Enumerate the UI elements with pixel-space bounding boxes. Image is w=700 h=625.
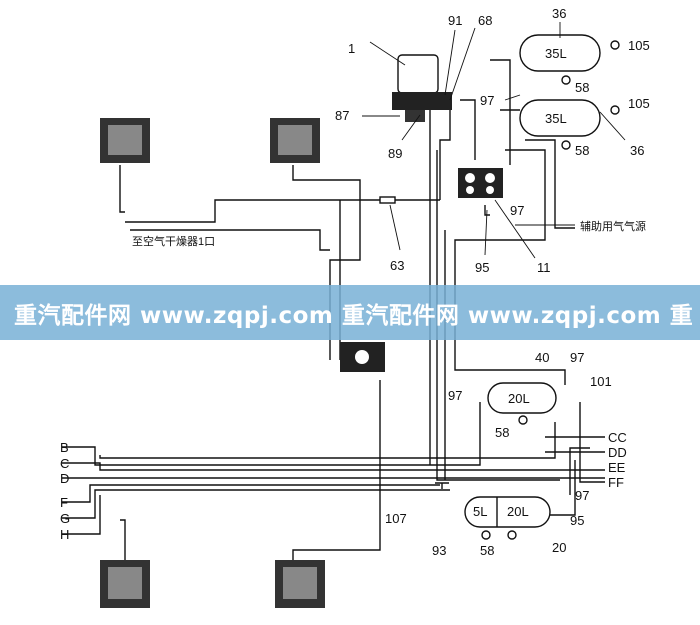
tank-capacity: 20L [508, 391, 530, 406]
label-58: 58 [575, 143, 589, 158]
tank-capacity: 35L [545, 111, 567, 126]
connector-63 [379, 196, 396, 204]
tank-capacity: 35L [545, 46, 567, 61]
components [100, 54, 503, 608]
aux-source-note: 辅助用气气源 [580, 219, 646, 233]
brake-chamber-icon [275, 560, 325, 608]
label-11: 11 [537, 260, 551, 275]
label-87: 87 [335, 108, 349, 123]
drain-valve-icon [518, 415, 528, 425]
port-F: F [60, 495, 68, 510]
port-C: C [60, 456, 69, 471]
port-D: D [60, 471, 69, 486]
tank-capacity: 20L [507, 504, 529, 519]
brake-chamber-icon [270, 118, 320, 163]
label-20: 20 [552, 540, 566, 555]
brake-chamber-icon [100, 560, 150, 608]
port-H: H [60, 527, 69, 542]
port-B: B [60, 440, 69, 455]
label-36: 36 [552, 6, 566, 21]
drain-valve-icon [561, 75, 571, 85]
label-58: 58 [495, 425, 509, 440]
label-101: 101 [590, 374, 612, 389]
label-40: 40 [535, 350, 549, 365]
label-93: 93 [432, 543, 446, 558]
label-97: 97 [448, 388, 462, 403]
label-97: 97 [510, 203, 524, 218]
four-circuit-valve-icon [458, 168, 503, 198]
label-91: 91 [448, 13, 462, 28]
tanks [464, 34, 620, 540]
brake-chamber-icon [100, 118, 150, 163]
drain-valve-icon [561, 140, 571, 150]
label-58: 58 [480, 543, 494, 558]
label-95: 95 [570, 513, 584, 528]
air-dryer-icon [392, 54, 452, 122]
label-95: 95 [475, 260, 489, 275]
pipes [62, 59, 605, 560]
port-CC: CC [608, 430, 627, 445]
label-97: 97 [575, 488, 589, 503]
port-EE: EE [608, 460, 626, 475]
tank-40 [487, 382, 557, 414]
label-107: 107 [385, 511, 407, 526]
tank-20 [464, 496, 551, 528]
part-labels: 1 91 68 36 105 35L 58 97 105 35L 58 36 8… [60, 6, 650, 558]
tank-capacity: 5L [473, 504, 487, 519]
label-58: 58 [575, 80, 589, 95]
label-36: 36 [630, 143, 644, 158]
port-DD: DD [608, 445, 627, 460]
port-G: G [60, 511, 70, 526]
label-63: 63 [390, 258, 404, 273]
watermark-banner: 重汽配件网 www.zqpj.com 重汽配件网 www.zqpj.com 重 [0, 285, 700, 340]
label-89: 89 [388, 146, 402, 161]
label-1: 1 [348, 41, 355, 56]
drain-valve-icon [507, 530, 517, 540]
dryer-port-note: 至空气干燥器1口 [132, 234, 215, 248]
relay-valve-icon [340, 342, 385, 372]
label-105: 105 [628, 96, 650, 111]
label-97: 97 [480, 93, 494, 108]
tank-36-lower [519, 99, 601, 137]
valve-105-icon [610, 40, 620, 50]
leader-lines [130, 22, 626, 259]
label-97: 97 [570, 350, 584, 365]
label-105: 105 [628, 38, 650, 53]
tee-107 [435, 482, 449, 489]
label-68: 68 [478, 13, 492, 28]
valve-105-icon [610, 105, 620, 115]
drain-valve-icon [481, 530, 491, 540]
watermark-text: 重汽配件网 www.zqpj.com 重汽配件网 www.zqpj.com 重 [14, 302, 694, 329]
port-FF: FF [608, 475, 624, 490]
